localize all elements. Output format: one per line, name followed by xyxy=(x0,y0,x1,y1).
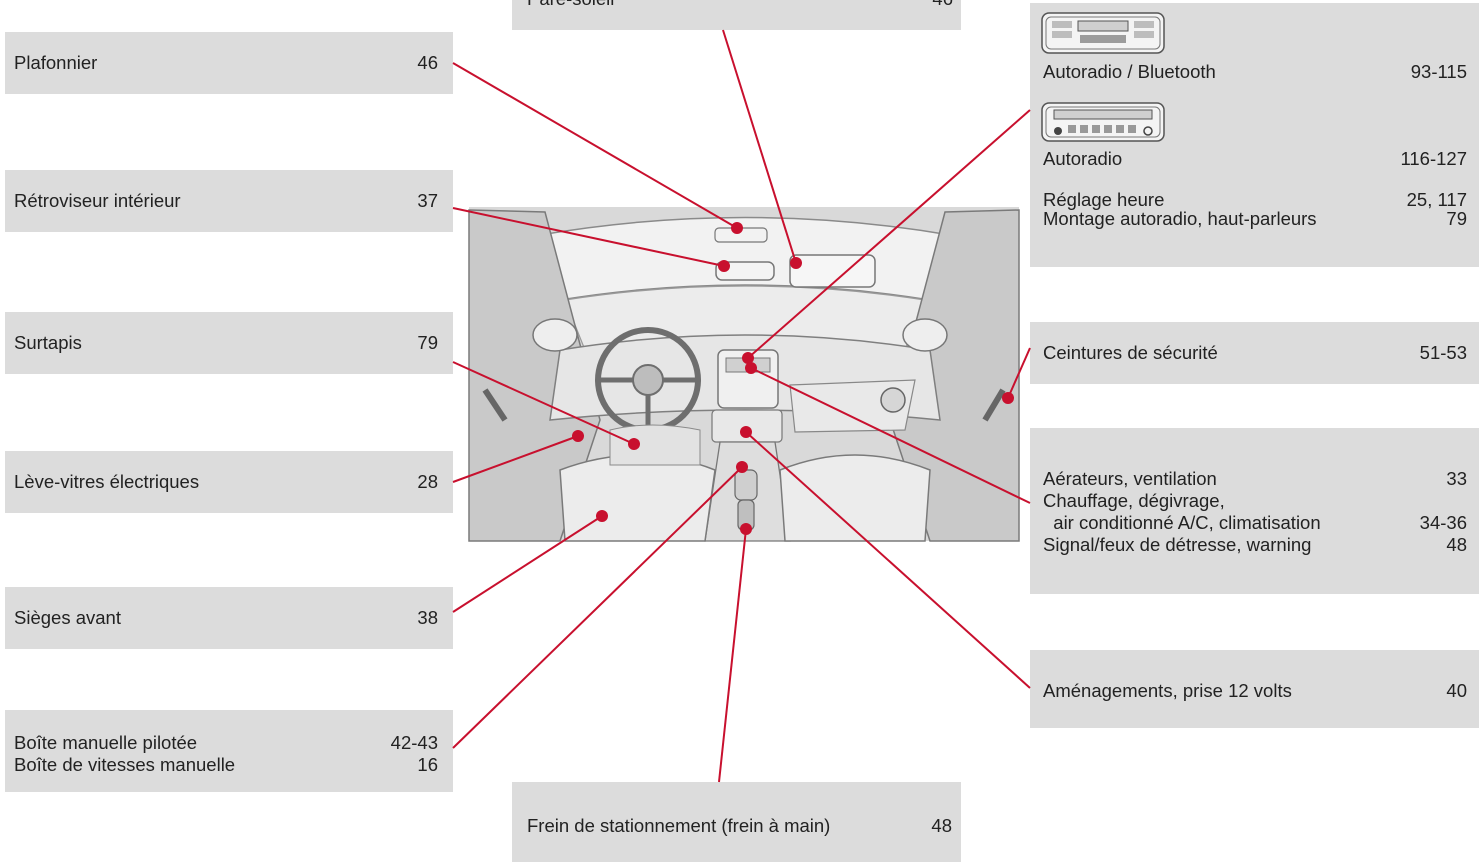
leader-surtapis xyxy=(452,361,635,445)
page-ref: 37 xyxy=(417,190,438,211)
page-ref: 42-43 xyxy=(390,732,438,753)
label-text: Aérateurs, ventilation xyxy=(1043,468,1217,489)
page-ref: 40 xyxy=(1446,680,1467,701)
label-text: air conditionné A/C, climatisation xyxy=(1043,512,1321,533)
dot-retroviseur xyxy=(718,260,730,272)
dot-plafonnier xyxy=(731,222,743,234)
label-text: Autoradio xyxy=(1043,148,1123,169)
label-sieges-avant: Sièges avant 38 xyxy=(5,587,453,649)
label-text: Plafonnier xyxy=(14,52,98,73)
label-text: Signal/feux de détresse, warning xyxy=(1043,534,1312,555)
label-text: Rétroviseur intérieur xyxy=(14,190,181,211)
label-plafonnier: Plafonnier 46 xyxy=(5,32,453,94)
label-text: Sièges avant xyxy=(14,607,121,628)
radio-unit-icon xyxy=(1041,12,1165,54)
label-autoradio-group: Autoradio / Bluetooth 93-115 Autoradio 116… xyxy=(1030,3,1479,267)
radio-unit-icon xyxy=(1041,102,1165,142)
dot-sieges xyxy=(596,510,608,522)
page-ref: 93-115 xyxy=(1410,61,1467,82)
page-ref: 116-127 xyxy=(1400,148,1467,169)
label-ceintures: Ceintures de sécurité 51-53 xyxy=(1030,322,1479,384)
dot-leve-vitres xyxy=(572,430,584,442)
label-text: Chauffage, dégivrage, xyxy=(1043,490,1225,511)
leader-frein xyxy=(718,528,747,783)
page-ref: 79 xyxy=(1446,208,1467,229)
label-aerateurs: Aérateurs, ventilation 33 Chauffage, dégi… xyxy=(1030,428,1479,594)
page-ref: 38 xyxy=(417,607,438,628)
dot-frein xyxy=(740,523,752,535)
leader-boite xyxy=(452,466,743,749)
leader-plafonnier xyxy=(452,62,738,229)
label-text: Ceintures de sécurité xyxy=(1043,342,1218,363)
label-text: Autoradio / Bluetooth xyxy=(1043,61,1216,82)
dot-boite xyxy=(736,461,748,473)
dot-ceintures xyxy=(1002,392,1014,404)
label-leve-vitres: Lève-vitres électriques 28 xyxy=(5,451,453,513)
car-interior-illustration xyxy=(468,207,1020,542)
label-amenagements: Aménagements, prise 12 volts 40 xyxy=(1030,650,1479,728)
label-text: Aménagements, prise 12 volts xyxy=(1043,680,1292,701)
page-ref: 51-53 xyxy=(1419,342,1467,363)
page-ref: 48 xyxy=(931,815,952,836)
dot-pare-soleil xyxy=(790,257,802,269)
dot-surtapis xyxy=(628,438,640,450)
page-ref: 34-36 xyxy=(1419,512,1467,533)
leader-ceintures xyxy=(1007,347,1031,399)
leader-autoradio xyxy=(747,109,1031,359)
page-ref: 46 xyxy=(932,0,953,10)
label-text: Montage autoradio, haut-parleurs xyxy=(1043,208,1317,229)
label-text: Surtapis xyxy=(14,332,82,353)
label-pare-soleil: Pare-soleil 46 xyxy=(512,0,961,30)
page-ref: 16 xyxy=(417,754,438,775)
leader-leve-vitres xyxy=(452,435,579,483)
label-frein: Frein de stationnement (frein à main) 48 xyxy=(512,782,961,862)
page-ref: 46 xyxy=(417,52,438,73)
leader-pare-soleil xyxy=(722,29,797,264)
leader-amenagements xyxy=(745,431,1031,689)
leader-sieges xyxy=(452,515,603,613)
page-ref: 48 xyxy=(1446,534,1467,555)
label-boite: Boîte manuelle pilotée 42-43 Boîte de vit… xyxy=(5,710,453,792)
callout-dots xyxy=(572,222,1014,535)
page-ref: 28 xyxy=(417,471,438,492)
label-surtapis: Surtapis 79 xyxy=(5,312,453,374)
leader-retroviseur xyxy=(452,207,725,267)
label-text: Boîte de vitesses manuelle xyxy=(14,754,236,775)
leader-lines xyxy=(452,29,1031,783)
label-text: Boîte manuelle pilotée xyxy=(14,732,198,753)
label-text: Lève-vitres électriques xyxy=(14,471,200,492)
label-retroviseur: Rétroviseur intérieur 37 xyxy=(5,170,453,232)
label-text: Pare-soleil xyxy=(527,0,614,10)
dot-amenagements xyxy=(740,426,752,438)
page-ref: 25, 117 xyxy=(1406,189,1467,210)
label-text: Frein de stationnement (frein à main) xyxy=(527,815,831,836)
page-ref: 33 xyxy=(1446,468,1467,489)
dot-aerateurs xyxy=(745,362,757,374)
dot-autoradio xyxy=(742,352,754,364)
label-text: Réglage heure xyxy=(1043,189,1165,210)
page-ref: 79 xyxy=(417,332,438,353)
leader-aerateurs xyxy=(750,367,1031,504)
